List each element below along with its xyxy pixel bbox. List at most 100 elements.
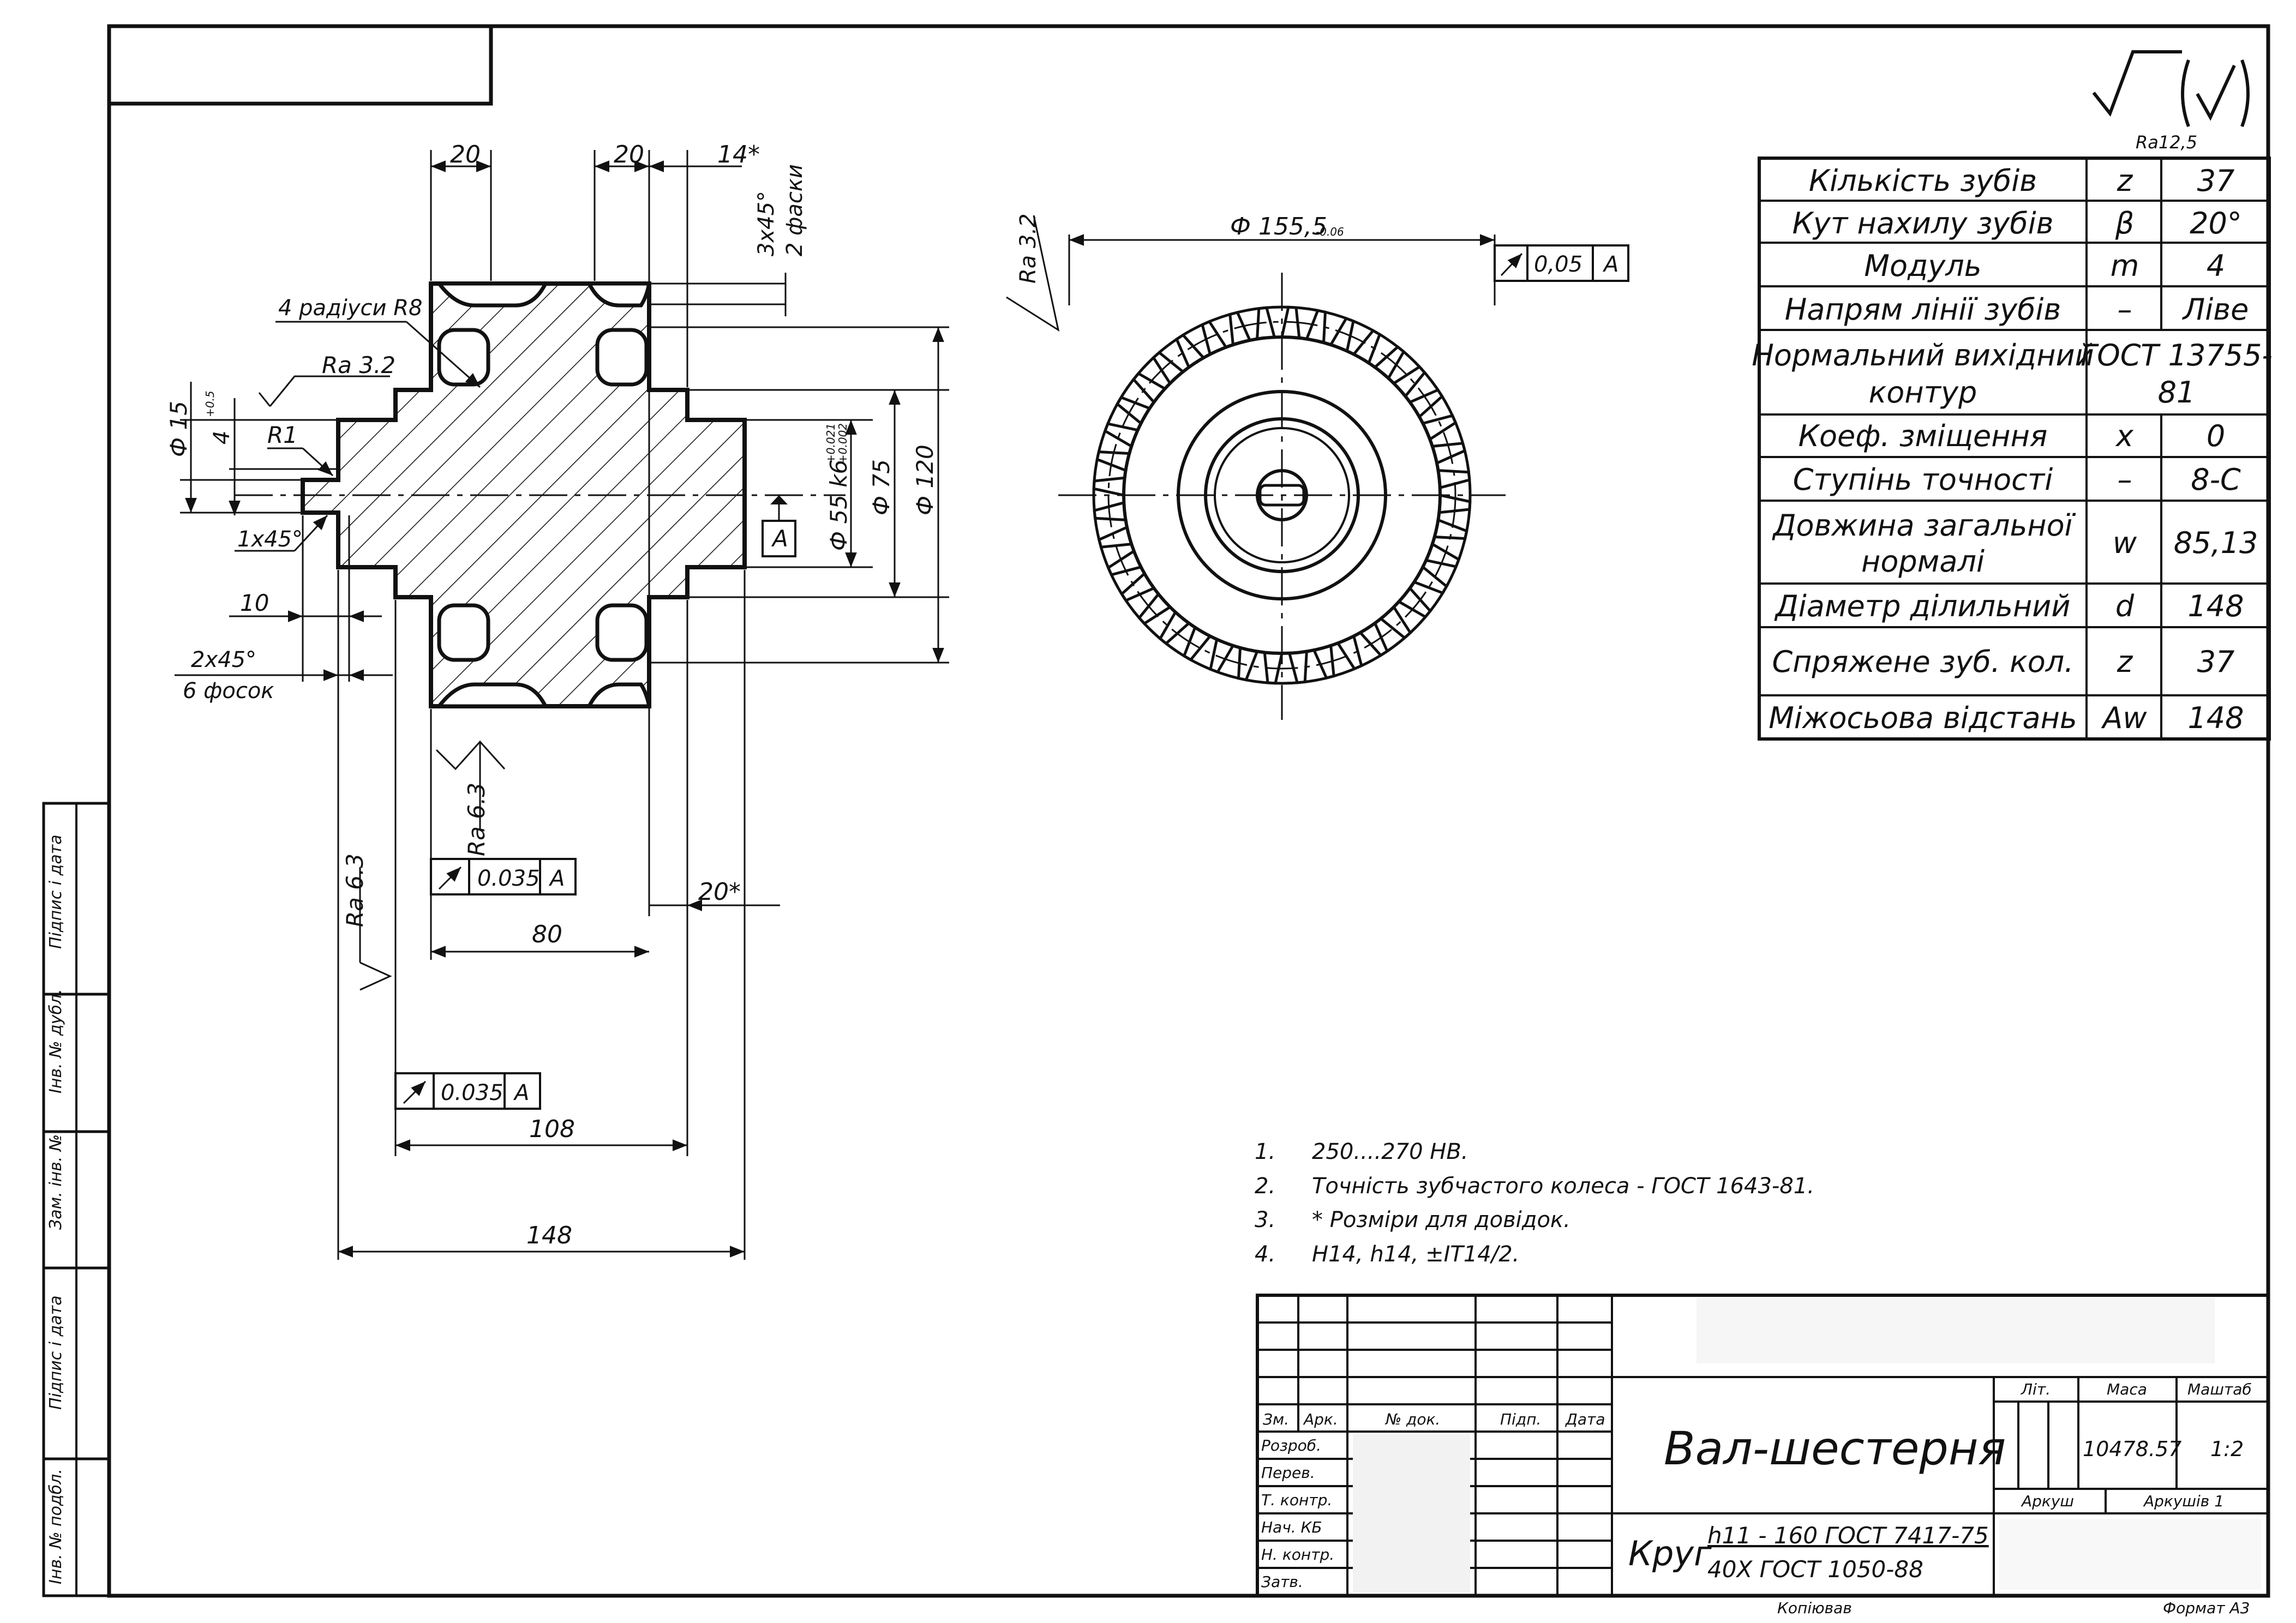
param-sym-3: – [2118, 292, 2132, 327]
runout2-ref: A [513, 1080, 529, 1105]
side-stamp-2: Інв. № дубл. [46, 989, 65, 1093]
col-zm: Зм. [1263, 1410, 1289, 1428]
note-4-num: 4. [1255, 1242, 1275, 1267]
note-2-text: Точність зубчастого колеса - ГОСТ 1643-8… [1312, 1174, 1814, 1199]
dim-six-chamfers: 6 фосок [183, 678, 274, 704]
gear-runout-ref: A [1602, 252, 1618, 277]
note-3-text: * Розміри для довідок. [1312, 1207, 1570, 1233]
side-stamp-5: Інв. № подбл. [46, 1469, 65, 1584]
role-developer: Розроб. [1261, 1436, 1321, 1454]
ra63-left: Ra 6.3 [341, 853, 368, 927]
gear-diameter-tol: -0.06 [1316, 225, 1344, 238]
scale-value: 1:2 [2210, 1437, 2244, 1461]
runout1-value: 0.035 [477, 866, 540, 891]
dim-phi15: Ф 15 [165, 401, 192, 457]
param-sym-6: – [2118, 462, 2132, 497]
param-name-3: Напрям лінії зубів [1785, 292, 2061, 327]
ra32-left: Ra 3.2 [322, 352, 395, 378]
hdr-scale: Маштаб [2187, 1380, 2252, 1398]
param-sym-9: z [2117, 645, 2133, 679]
dim-148: 148 [526, 1222, 572, 1249]
param-name-1: Кут нахилу зубів [1793, 206, 2054, 241]
drawing-title: Вал-шестерня [1664, 1422, 2006, 1475]
param-sym-1: β [2115, 206, 2134, 241]
param-val-9: 37 [2197, 645, 2235, 679]
sheet-label: Аркуш [2021, 1492, 2074, 1510]
copied-label: Копіював [1777, 1599, 1852, 1617]
roughness-value: Ra12,5 [2136, 132, 2197, 153]
param-val-6: 8-C [2191, 462, 2241, 497]
dim-chamfer-2: 2 фаски [782, 164, 807, 256]
param-sym-0: z [2117, 164, 2133, 198]
gear-parameter-table: Кількість зубів z 37 Кут нахилу зубів β … [1752, 157, 2273, 741]
param-sym-2: m [2111, 249, 2139, 283]
param-sym-7: w [2113, 526, 2137, 560]
param-name-7-line1: Довжина загальної [1772, 508, 2076, 543]
dim-phi55-tol-low: +0.002 [836, 423, 849, 464]
technical-notes: 1. 250....270 HB. 2. Точність зубчастого… [1255, 1139, 1814, 1267]
runout1-ref: A [548, 866, 565, 891]
hdr-lit: Літ. [2021, 1380, 2051, 1398]
note-2-num: 2. [1255, 1174, 1275, 1199]
col-sign: Підп. [1500, 1410, 1541, 1428]
dim-chamfer-2x45: 2x45° [191, 647, 256, 672]
param-val-1: 20° [2190, 206, 2242, 241]
role-checker: Перев. [1261, 1464, 1315, 1482]
param-name-9: Спряжене зуб. кол. [1772, 645, 2074, 679]
side-stamp-4: Підпис і дата [46, 1295, 65, 1410]
param-sym-4-line2: 81 [2158, 375, 2196, 410]
param-name-7-line2: нормалі [1861, 544, 1985, 579]
col-date: Дата [1564, 1410, 1605, 1428]
format-label: Формат А3 [2163, 1599, 2250, 1617]
note-1-text: 250....270 HB. [1312, 1139, 1468, 1164]
col-ark: Арк. [1303, 1410, 1338, 1428]
param-val-8: 148 [2187, 589, 2244, 623]
param-val-0: 37 [2197, 164, 2235, 198]
runout2-value: 0.035 [441, 1080, 503, 1105]
dim-10: 10 [240, 590, 269, 616]
param-name-2: Модуль [1864, 249, 1981, 283]
dim-20-left: 20 [450, 141, 481, 169]
param-name-6: Ступінь точності [1793, 462, 2053, 497]
dim-chamfer-1x45: 1x45° [237, 527, 303, 552]
side-stamp-3: Зам. інв. № [46, 1134, 65, 1230]
param-name-10: Міжосьова відстань [1769, 701, 2077, 735]
param-val-3: Ліве [2182, 292, 2249, 327]
dim-phi75: Ф 75 [868, 459, 895, 515]
note-1-num: 1. [1255, 1139, 1275, 1164]
mass-value: 10478.57 [2083, 1437, 2181, 1461]
role-norm-control: Н. контр. [1261, 1546, 1334, 1564]
param-sym-5: x [2115, 419, 2134, 453]
dim-20-right: 20 [614, 141, 644, 169]
dim-phi55: Ф 55 k6 [825, 460, 852, 551]
dim-4: 4 [209, 431, 235, 444]
param-val-2: 4 [2207, 249, 2225, 283]
param-name-5: Коеф. зміщення [1799, 419, 2048, 453]
param-sym-10: Aw [2101, 701, 2147, 735]
dim-80: 80 [532, 921, 562, 948]
gear-runout-value: 0,05 [1534, 252, 1582, 277]
dim-chamfer-3x45: 3x45° [754, 191, 779, 256]
dim-20-star: 20* [698, 878, 741, 906]
side-stamp-1: Підпис і дата [46, 834, 65, 949]
gear-end-view: Ф 155,5 -0.06 Ra 3.2 0,05 A [1006, 213, 1629, 720]
dim-radii-r8: 4 радіуси R8 [278, 296, 422, 321]
sheets-label: Аркушів 1 [2143, 1492, 2224, 1510]
param-sym-8: d [2115, 589, 2135, 623]
note-4-text: H14, h14, ±IT14/2. [1312, 1242, 1519, 1267]
param-name-4-line2: контур [1869, 375, 1977, 410]
dim-phi55-tol-up: +0.021 [824, 423, 837, 464]
material-line2: 40Х ГОСТ 1050-88 [1707, 1556, 1923, 1583]
shaft-section-view: 20 20 14* 3x45° 2 фаски 4 радіуси R8 Ra … [165, 141, 949, 1260]
material-line1: h11 - 160 ГОСТ 7417-75 [1707, 1522, 1989, 1549]
ra63-gear: Ra 6.3 [463, 783, 490, 856]
role-approved: Затв. [1261, 1573, 1303, 1591]
param-name-4-line1: Нормальний вихідний [1752, 338, 2094, 372]
param-sym-4-line1: ГОСТ 13755- [2081, 338, 2273, 372]
param-name-0: Кількість зубів [1809, 164, 2037, 198]
dim-4-tol: +0.5 [203, 390, 217, 417]
side-stamp: Підпис і дата Інв. № дубл. Зам. інв. № П… [42, 802, 111, 1597]
dim-phi120: Ф 120 [912, 444, 938, 515]
hdr-mass: Маса [2107, 1380, 2147, 1398]
